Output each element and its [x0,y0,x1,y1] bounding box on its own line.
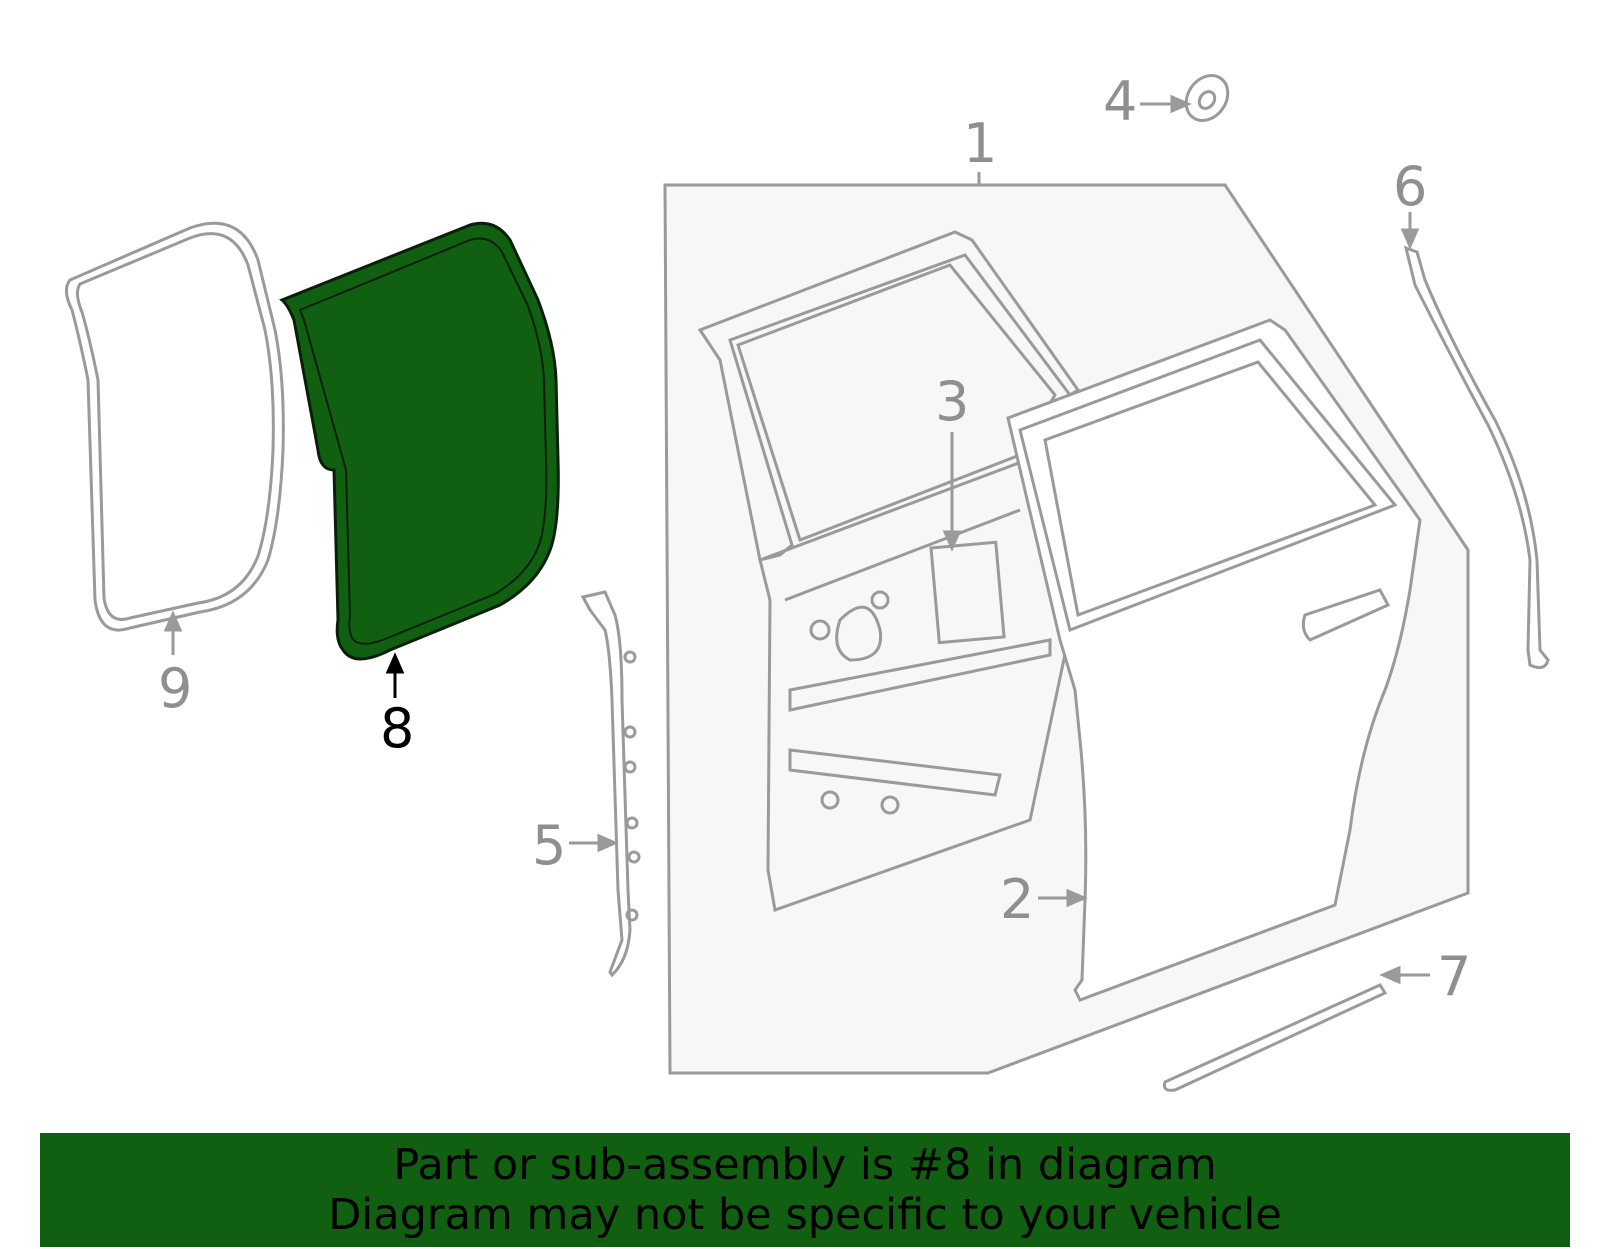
callout-2[interactable]: 2 [1000,868,1034,931]
leader-lines [163,94,1430,985]
callout-1[interactable]: 1 [963,112,997,175]
part-2-door-panel[interactable] [1006,318,1422,1002]
callout-4[interactable]: 4 [1103,70,1137,133]
callout-9[interactable]: 9 [158,657,192,720]
callout-6[interactable]: 6 [1393,155,1427,218]
callout-7[interactable]: 7 [1437,945,1471,1008]
banner-line-1: Part or sub-assembly is #8 in diagram [393,1140,1217,1190]
part-9-weatherstrip[interactable] [65,221,285,632]
part-6-strip[interactable] [1403,245,1550,670]
callout-5[interactable]: 5 [532,814,566,877]
banner-line-2: Diagram may not be specific to your vehi… [328,1190,1282,1240]
parts-diagram: 1 2 3 4 5 6 7 8 9 [65,67,1550,1092]
callout-3[interactable]: 3 [935,370,969,433]
part-3-leader [942,432,962,552]
part-4-plug[interactable] [1178,67,1237,128]
notice-banner: Part or sub-assembly is #8 in diagram Di… [40,1133,1570,1247]
part-7-molding[interactable] [1163,983,1388,1092]
part-5-strip[interactable] [580,590,641,978]
part-8-weatherstrip[interactable] [279,221,560,661]
callout-8[interactable]: 8 [380,697,414,760]
leader-line-8 [385,652,405,698]
